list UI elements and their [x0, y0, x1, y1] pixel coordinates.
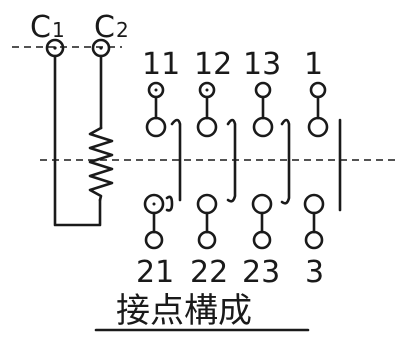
coil-zigzag [88, 126, 114, 202]
bottom-contact-label-3: 3 [305, 255, 324, 290]
coil-terminal-label-c2: C [94, 10, 115, 45]
top-contact-label-1: 1 [304, 47, 323, 82]
moving-contact-bar-3 [280, 118, 291, 205]
bottom-contact-label-21: 21 [136, 255, 174, 290]
coil-terminal-sub-c2: 2 [116, 18, 129, 42]
bottom-contact-label-22: 22 [190, 255, 228, 290]
bottom-contact-3 [303, 193, 325, 250]
top-contact-1 [307, 81, 329, 138]
diagram-caption: 接点構成 [116, 291, 252, 331]
bottom-contact-label-23: 23 [242, 255, 280, 290]
bottom-contact-21 [143, 193, 165, 250]
coil-terminal-sub-c1: 1 [52, 18, 65, 42]
bottom-hook-1 [165, 195, 174, 212]
bottom-contact-22 [196, 193, 218, 250]
top-contact-label-13: 13 [243, 47, 281, 82]
bottom-contact-23 [251, 193, 273, 250]
coil-wire-c1 [53, 54, 102, 227]
moving-contact-bar-2 [226, 118, 237, 203]
top-contact-label-12: 12 [194, 47, 232, 82]
top-contact-11 [145, 81, 167, 138]
moving-contact-bar-1 [170, 118, 182, 202]
top-contact-13 [252, 81, 274, 138]
top-contact-12 [196, 81, 218, 138]
coil-terminal-label-c1: C [30, 10, 51, 45]
coil-terminal-c1 [45, 38, 65, 58]
top-contact-label-11: 11 [142, 47, 180, 82]
